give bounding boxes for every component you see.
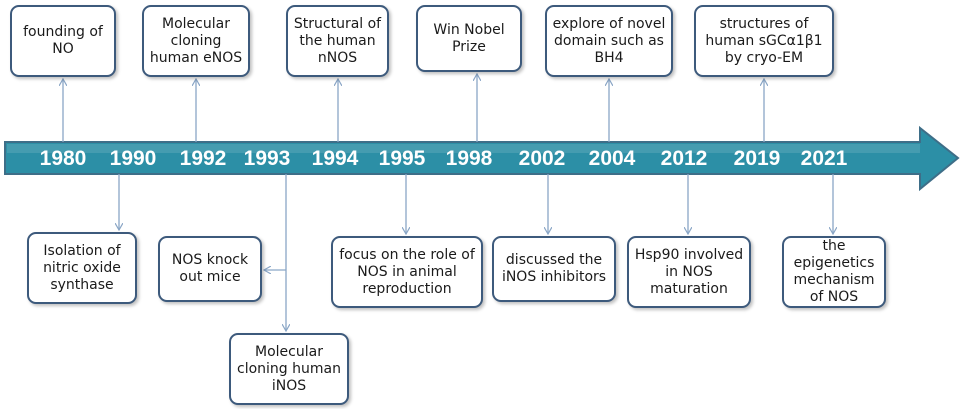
event-text: founding of NO [23, 24, 103, 57]
event-text: focus on the role of NOS in animal repro… [339, 246, 475, 297]
event-box-2012: Hsp90 involved in NOS maturation [627, 236, 751, 308]
year-label: 2019 [733, 147, 781, 170]
year-label: 1993 [243, 147, 291, 170]
year-label: 1992 [179, 147, 227, 170]
year-label: 2012 [660, 147, 708, 170]
event-box-1994: Structural of the human nNOS [286, 5, 389, 77]
event-text: Molecular cloning human iNOS [237, 343, 341, 394]
event-text: Win Nobel Prize [433, 21, 505, 55]
event-box-2019: structures of human sGCα1β1 by cryo-EM [694, 5, 834, 77]
event-box-1993-knockout: NOS knock out mice [158, 236, 262, 302]
year-label: 1980 [39, 147, 87, 170]
event-text: Hsp90 involved in NOS maturation [634, 246, 744, 297]
event-box-1980: founding of NO [10, 5, 116, 77]
event-box-2021: the epigenetics mechanism of NOS [782, 236, 886, 308]
event-text: Isolation of nitric oxide synthase [43, 242, 121, 293]
event-box-2002: discussed the iNOS inhibitors [492, 236, 616, 302]
event-box-2004: explore of novel domain such as BH4 [545, 5, 673, 77]
year-label: 2004 [588, 147, 636, 170]
event-box-1995: focus on the role of NOS in animal repro… [331, 236, 483, 308]
year-label: 1994 [311, 147, 359, 170]
year-label: 1995 [378, 147, 426, 170]
event-box-1998: Win Nobel Prize [416, 5, 522, 72]
event-text: discussed the iNOS inhibitors [501, 252, 607, 285]
event-box-1990: Isolation of nitric oxide synthase [27, 232, 137, 304]
timeline-arrow [4, 125, 960, 192]
event-text: Structural of the human nNOS [293, 15, 382, 66]
event-text: structures of human sGCα1β1 by cryo-EM [705, 15, 823, 66]
event-text: Molecular cloning human eNOS [149, 15, 243, 66]
event-text: the epigenetics mechanism of NOS [793, 238, 875, 305]
event-box-1992: Molecular cloning human eNOS [142, 5, 250, 77]
year-label: 2002 [518, 147, 566, 170]
timeline-arrow-highlight [7, 144, 920, 153]
year-label: 1990 [109, 147, 157, 170]
year-label: 2021 [800, 147, 848, 170]
event-box-1993-inos: Molecular cloning human iNOS [229, 333, 349, 405]
year-label: 1998 [445, 147, 493, 170]
event-text: explore of novel domain such as BH4 [552, 15, 666, 66]
event-text: NOS knock out mice [171, 252, 249, 285]
